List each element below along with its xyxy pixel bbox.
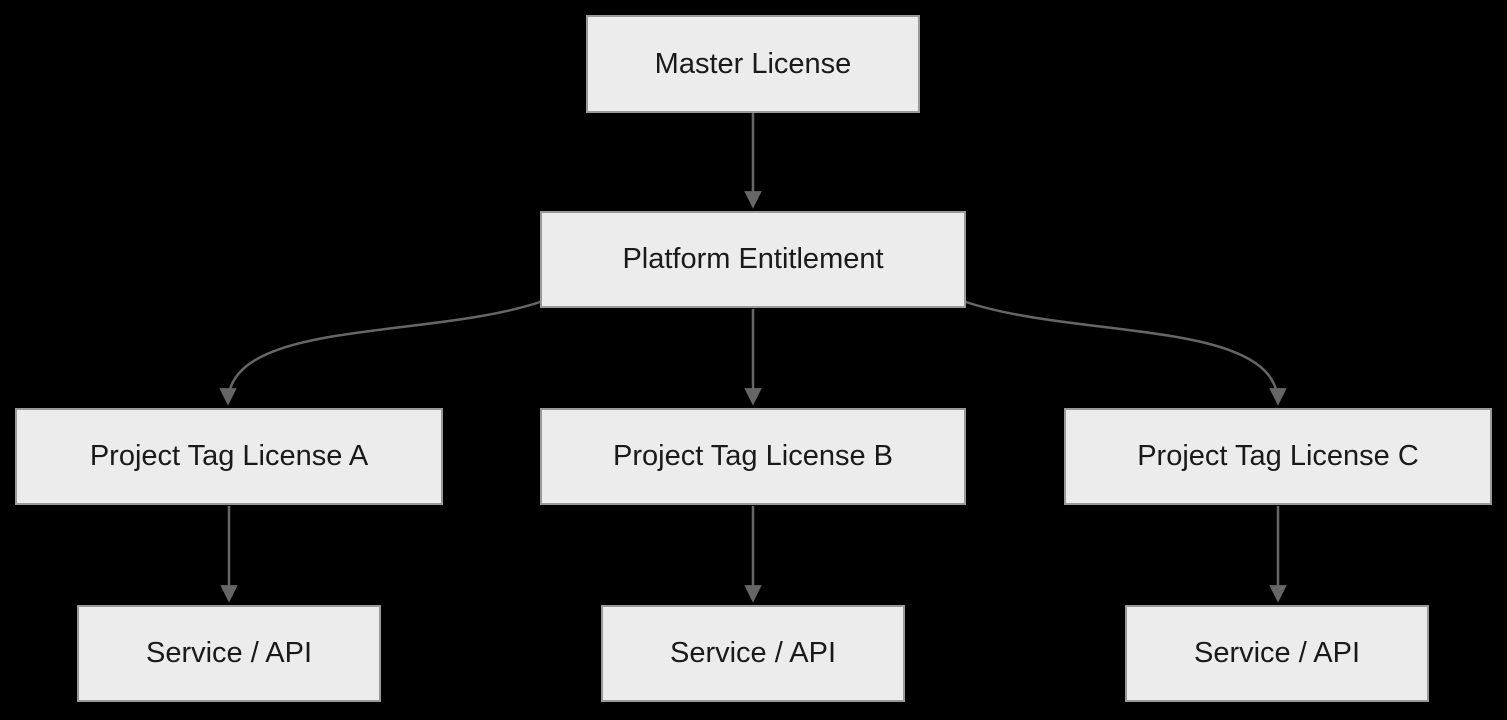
- node-service-api-b: Service / API: [601, 605, 905, 702]
- edge-platform-to-tagA: [219, 299, 544, 406]
- node-platform-entitlement: Platform Entitlement: [540, 211, 966, 308]
- node-service-api-c: Service / API: [1125, 605, 1429, 702]
- node-service-api-c-label: Service / API: [1193, 637, 1360, 670]
- node-service-api-b-label: Service / API: [669, 637, 836, 670]
- node-service-api-a-label: Service / API: [145, 637, 312, 670]
- node-platform-entitlement-label: Platform Entitlement: [622, 243, 884, 276]
- node-project-tag-license-c: Project Tag License C: [1064, 408, 1492, 505]
- node-project-tag-license-a: Project Tag License A: [15, 408, 443, 505]
- node-project-tag-license-b-label: Project Tag License B: [613, 440, 893, 473]
- node-master-license: Master License: [586, 15, 920, 113]
- node-project-tag-license-c-label: Project Tag License C: [1137, 440, 1419, 473]
- node-project-tag-license-b: Project Tag License B: [540, 408, 966, 505]
- node-master-license-label: Master License: [654, 47, 852, 80]
- edge-platform-to-tagC: [962, 299, 1287, 406]
- node-project-tag-license-a-label: Project Tag License A: [89, 440, 369, 473]
- node-service-api-a: Service / API: [77, 605, 381, 702]
